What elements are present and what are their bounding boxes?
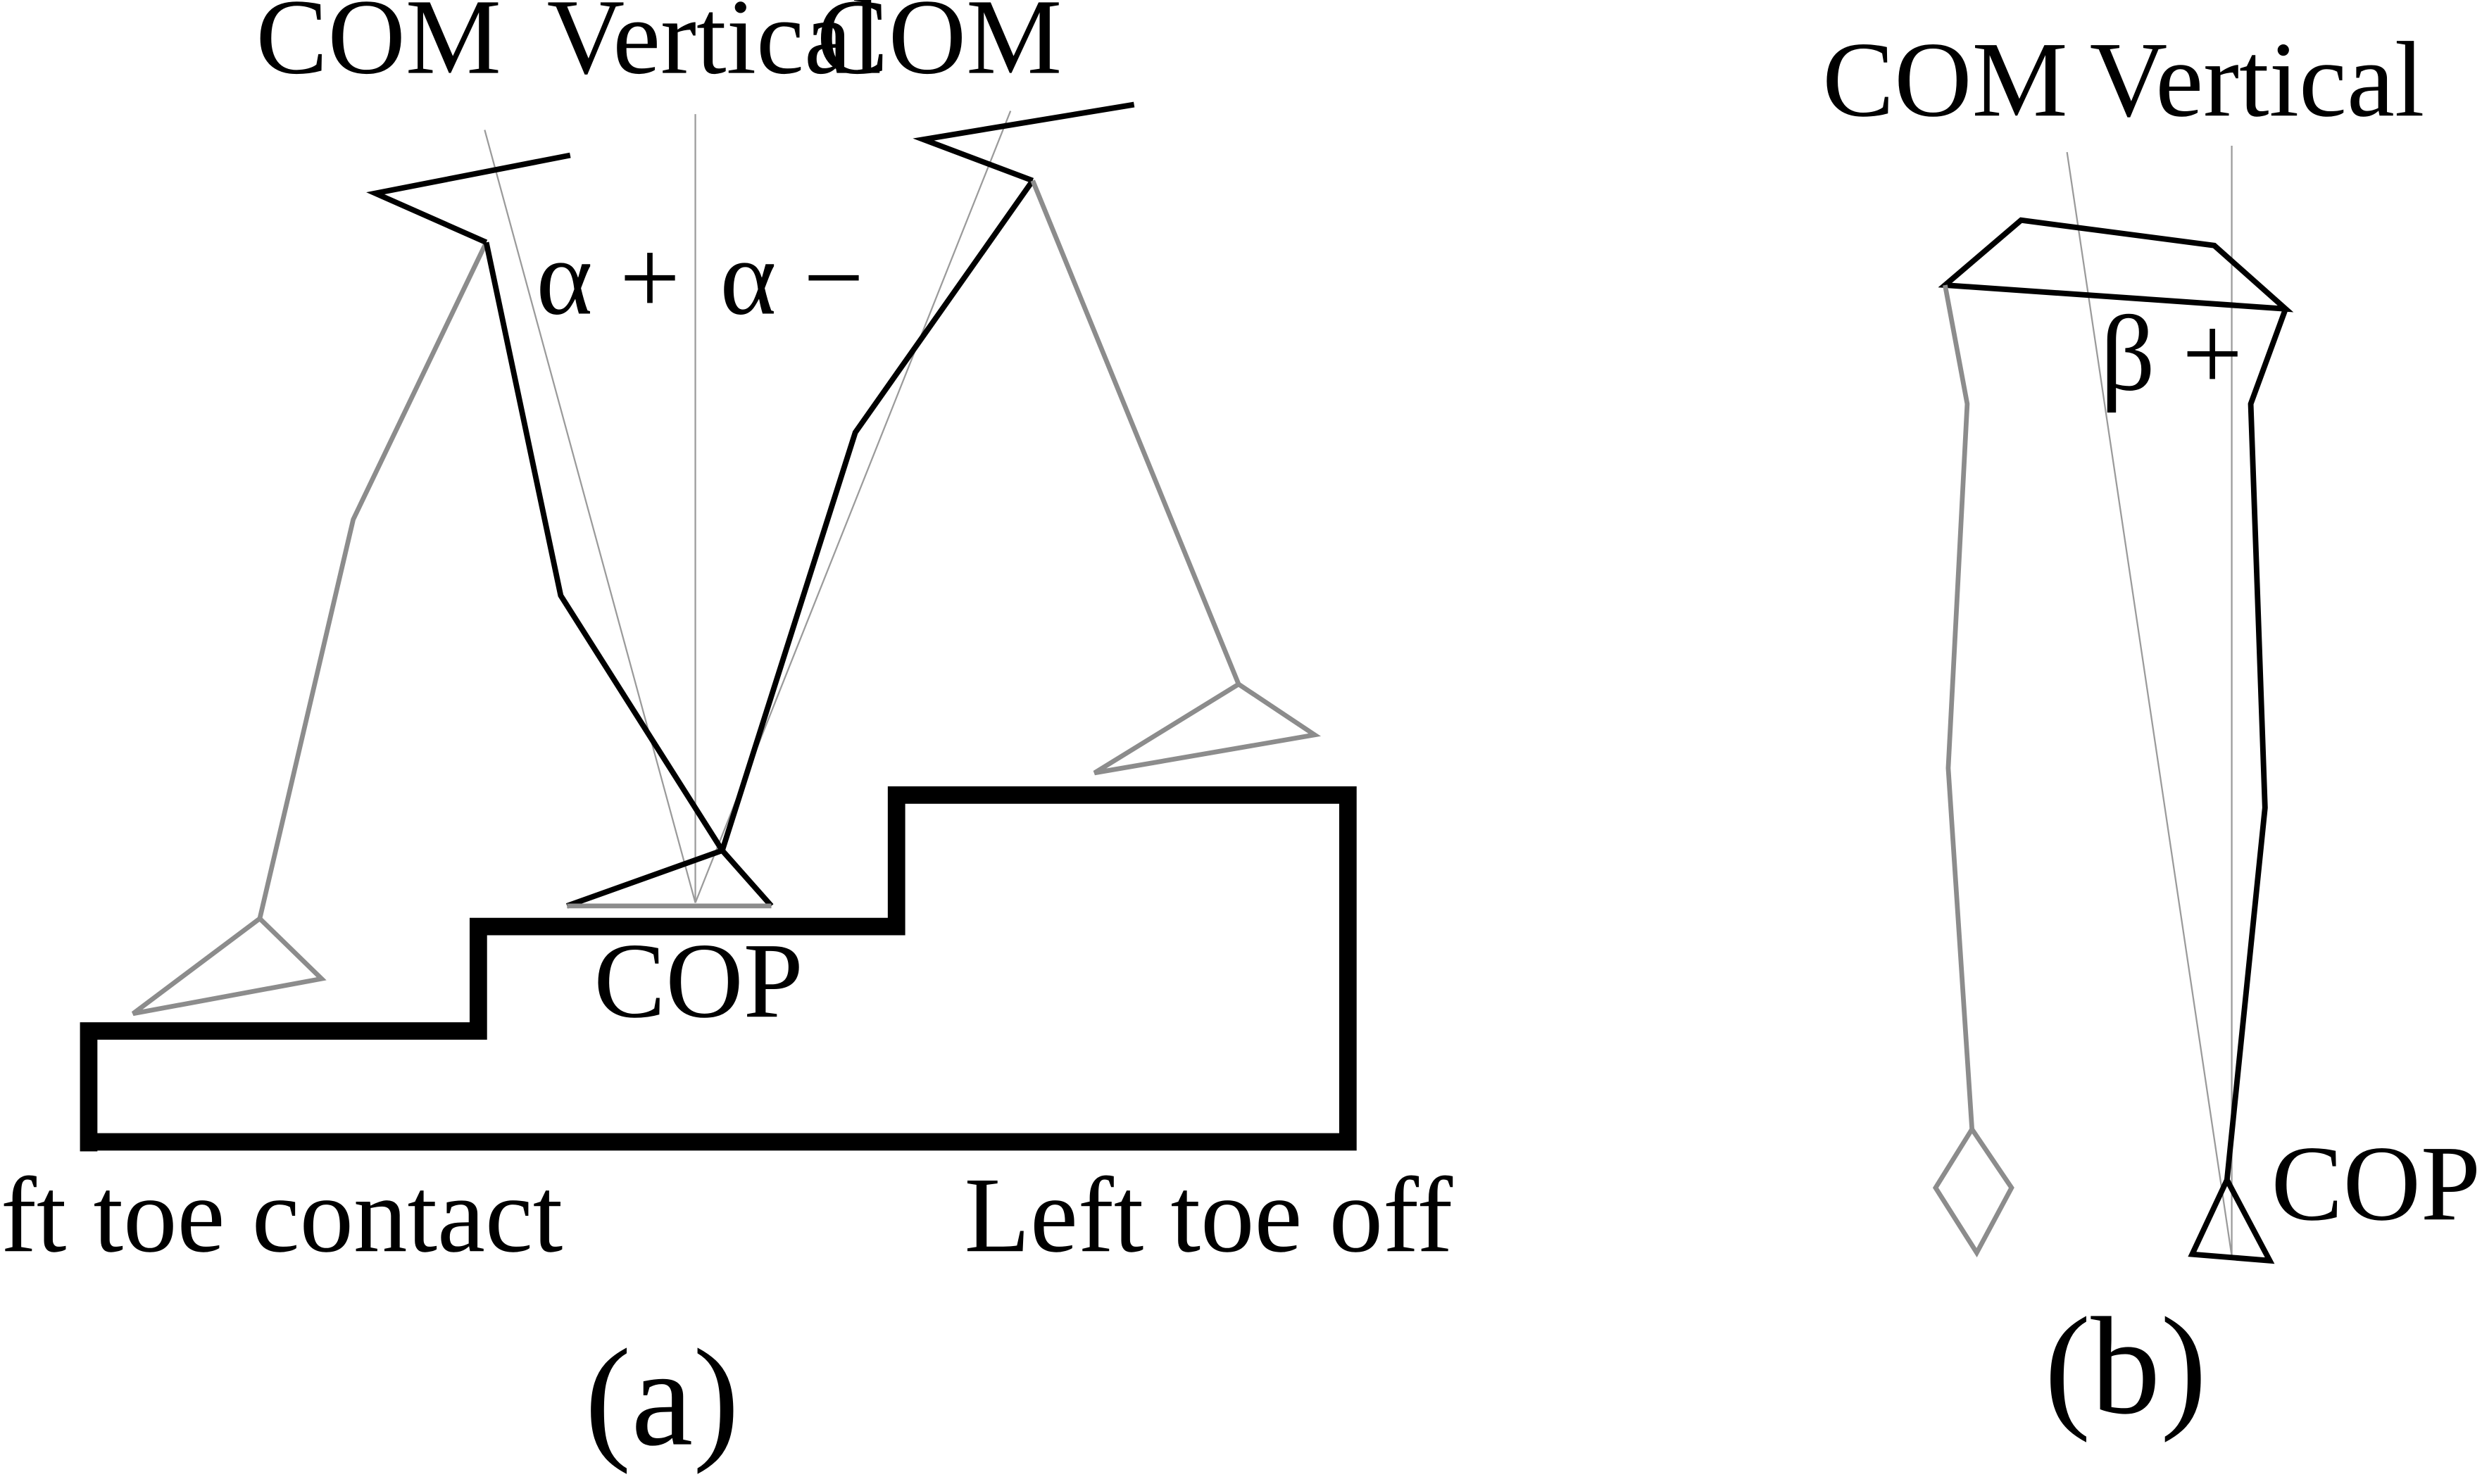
left-toe-off-label: Left toe off	[965, 1156, 1453, 1275]
com-line-left	[484, 130, 696, 903]
panel-a: COM Vertical COM α + α − COP Left toe co…	[0, 0, 1453, 1475]
leg-grey-b	[1943, 284, 1975, 1130]
com-left-label: COM	[256, 0, 501, 97]
caption-a: (a)	[584, 1321, 739, 1475]
pelvis-black-left-figure	[366, 152, 571, 245]
foot-black-shared	[566, 847, 774, 909]
beta-plus-label: β +	[2100, 294, 2243, 413]
leg-grey-left-figure	[257, 241, 489, 919]
leg-black-b	[2224, 308, 2288, 1181]
com-label-b: COM	[1822, 20, 2067, 139]
vertical-label-b: Vertical	[2090, 20, 2425, 139]
vertical-label-a: Vertical	[547, 0, 882, 97]
alpha-plus-label: α +	[536, 219, 680, 338]
left-toe-contact-label: Left toe contact	[0, 1156, 563, 1275]
foot-black-b	[2188, 1174, 2275, 1264]
leg-black-left-figure	[483, 241, 725, 853]
foot-grey-b	[1932, 1124, 2014, 1258]
stair-outline	[80, 786, 1357, 1152]
foot-grey-left-figure	[131, 915, 327, 1017]
com-right-label: COM	[817, 0, 1062, 97]
caption-b: (b)	[2044, 1289, 2207, 1443]
alpha-minus-label: α −	[720, 219, 864, 338]
pelvis-b	[1938, 217, 2294, 313]
leg-grey-right-figure	[1030, 180, 1241, 686]
foot-grey-right-figure	[1093, 681, 1322, 776]
leg-black-right-figure	[720, 179, 1035, 852]
pelvis-black-right-figure	[913, 101, 1135, 184]
com-line-b	[2066, 151, 2233, 1257]
cop-label-b: COP	[2271, 1124, 2481, 1243]
cop-label-a: COP	[594, 922, 803, 1040]
panel-b: COM Vertical β + COP (b)	[1822, 20, 2481, 1442]
